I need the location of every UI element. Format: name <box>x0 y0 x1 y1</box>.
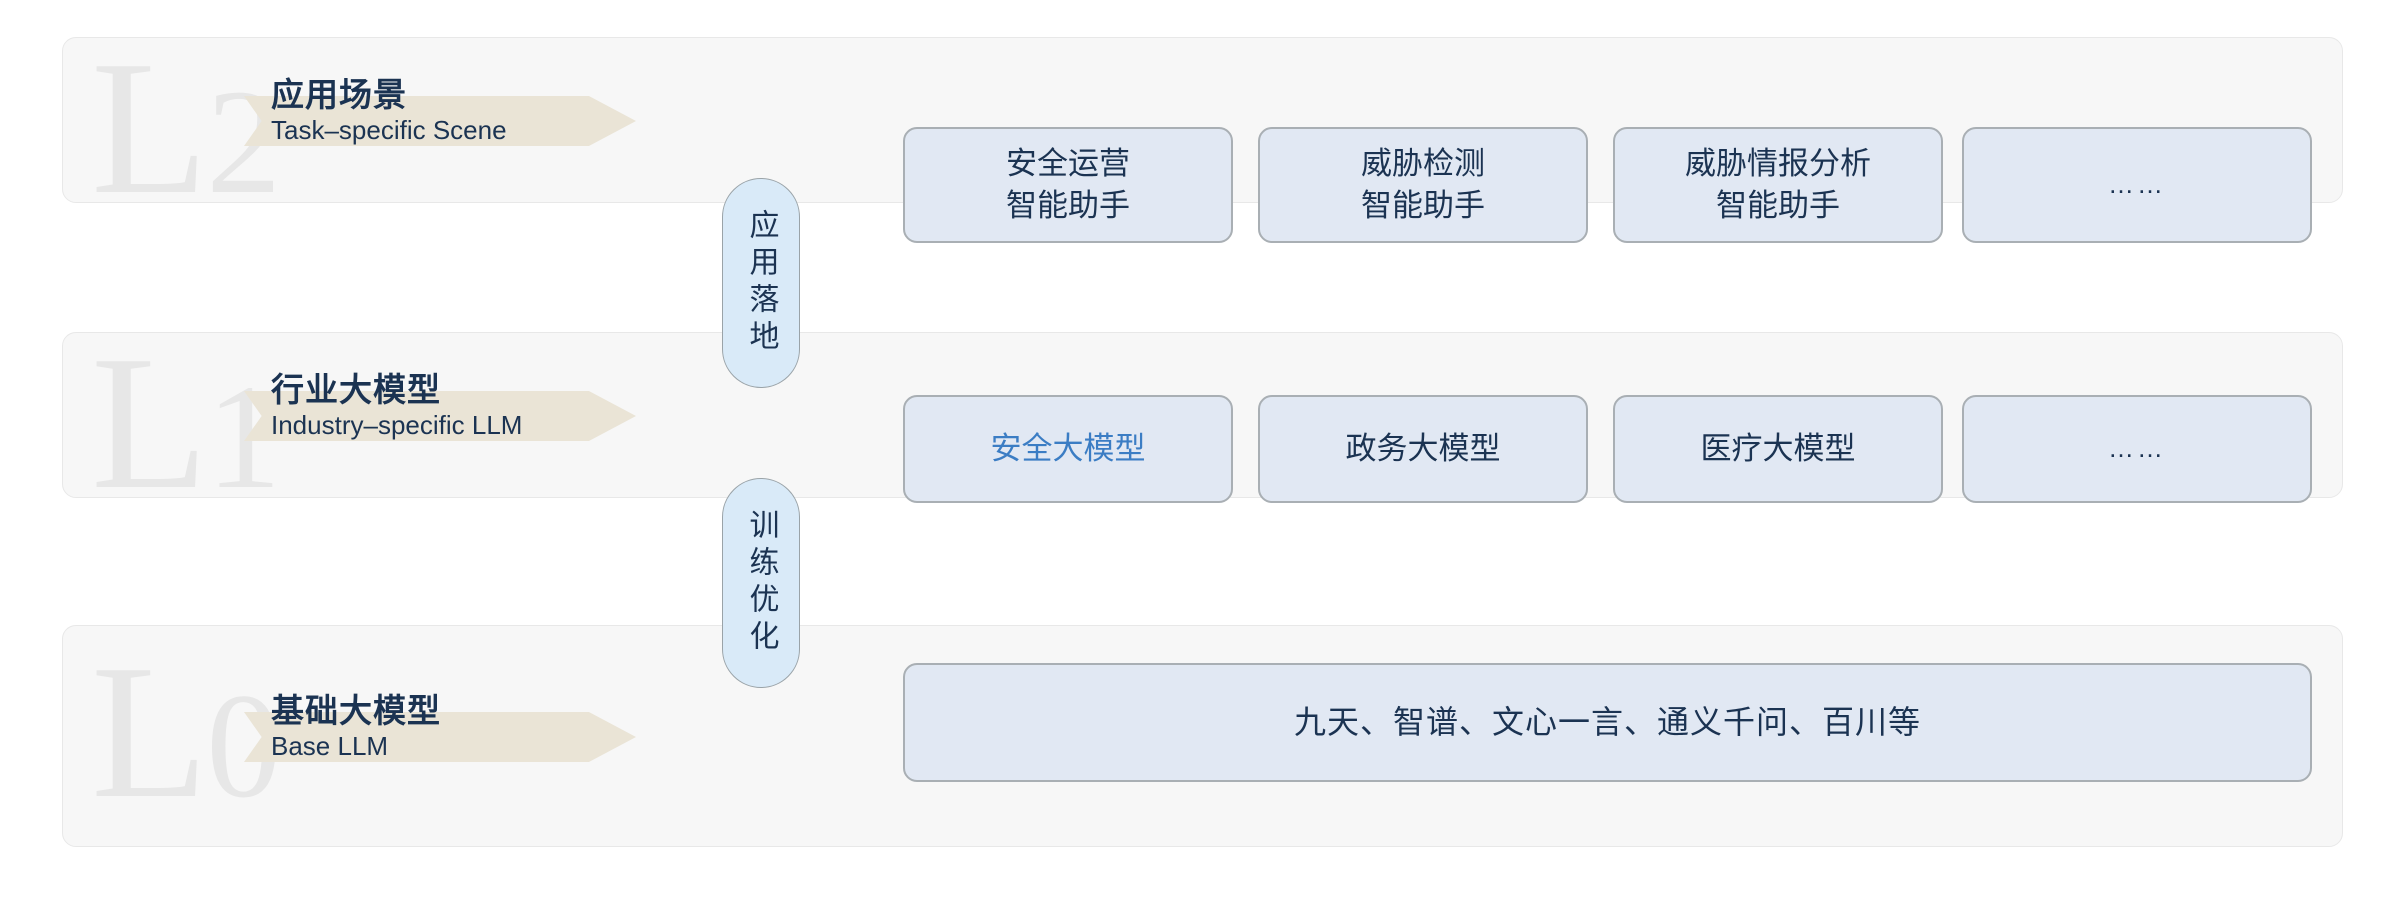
card-label: 安全大模型 <box>990 431 1146 467</box>
connector-pill-apply: 应用落地 <box>722 178 800 388</box>
card-label: 威胁情报分析智能助手 <box>1685 146 1871 223</box>
card-l2-threat-detection[interactable]: 威胁检测智能助手 <box>1258 127 1588 243</box>
ghost-letter-main: L <box>91 21 208 234</box>
chevron-banner-icon <box>244 96 636 146</box>
layer-title-en-l1: Industry–specific LLM <box>271 410 523 440</box>
connector-pill-apply-label: 应用落地 <box>744 209 778 357</box>
card-l1-security-llm[interactable]: 安全大模型 <box>903 395 1233 503</box>
layer-title-en-l2: Task–specific Scene <box>271 115 507 145</box>
ghost-letter-main: L <box>91 625 208 838</box>
layer-title-en-l0: Base LLM <box>271 731 389 761</box>
card-l1-medical-llm[interactable]: 医疗大模型 <box>1613 395 1943 503</box>
card-l1-more[interactable]: …… <box>1962 395 2312 503</box>
card-l0-base-llm-list[interactable]: 九天、智谱、文心一言、通义千问、百川等 <box>903 663 2312 782</box>
chevron-banner-icon <box>244 391 636 441</box>
card-l2-more[interactable]: …… <box>1962 127 2312 243</box>
connector-pill-train-label: 训练优化 <box>744 509 778 657</box>
card-l2-security-operations[interactable]: 安全运营智能助手 <box>903 127 1233 243</box>
card-l1-government-llm[interactable]: 政务大模型 <box>1258 395 1588 503</box>
layer-title-cn-l0: 基础大模型 <box>271 692 441 729</box>
card-label: 安全运营智能助手 <box>1006 146 1130 223</box>
layer-title-cn-l1: 行业大模型 <box>271 371 441 408</box>
connector-pill-train: 训练优化 <box>722 478 800 688</box>
layer-title-block-l2: 应用场景 Task–specific Scene <box>239 68 669 178</box>
layer-title-cn-l2: 应用场景 <box>271 76 407 113</box>
ellipsis-icon: …… <box>2108 169 2166 200</box>
card-l2-threat-intelligence[interactable]: 威胁情报分析智能助手 <box>1613 127 1943 243</box>
card-label: 九天、智谱、文心一言、通义千问、百川等 <box>1293 703 1921 740</box>
layer-title-block-l0: 基础大模型 Base LLM <box>239 684 669 794</box>
card-label: 威胁检测智能助手 <box>1361 146 1485 223</box>
ghost-letter-main: L <box>91 316 208 529</box>
card-label: 医疗大模型 <box>1700 431 1856 467</box>
ellipsis-icon: …… <box>2108 433 2166 464</box>
chevron-banner-icon <box>244 712 636 762</box>
layer-title-block-l1: 行业大模型 Industry–specific LLM <box>239 363 669 473</box>
card-label: 政务大模型 <box>1345 431 1501 467</box>
ghost-letter-l0: L0 <box>91 636 281 828</box>
ghost-letter-l1: L1 <box>91 327 281 519</box>
